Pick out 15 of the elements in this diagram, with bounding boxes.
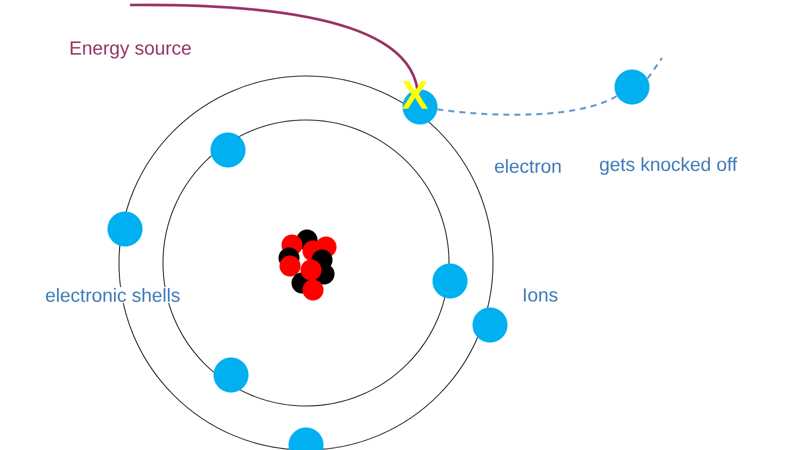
electron: [210, 132, 246, 168]
electron: [214, 358, 248, 392]
electron: [108, 212, 142, 246]
electron: [614, 70, 650, 104]
annotation-text: gets knocked off: [600, 157, 738, 175]
connector-line: [130, 4, 419, 90]
annotation-text: Ions: [524, 288, 558, 302]
annotation-text: electronic shells: [44, 287, 182, 303]
annotation-text: Energy source: [70, 42, 191, 58]
annotation-text: electron: [495, 159, 561, 173]
electron: [432, 264, 468, 298]
electron: [288, 428, 324, 450]
trajectory-line: [437, 95, 618, 116]
electron: [472, 308, 508, 342]
trajectory-line: [646, 57, 663, 79]
